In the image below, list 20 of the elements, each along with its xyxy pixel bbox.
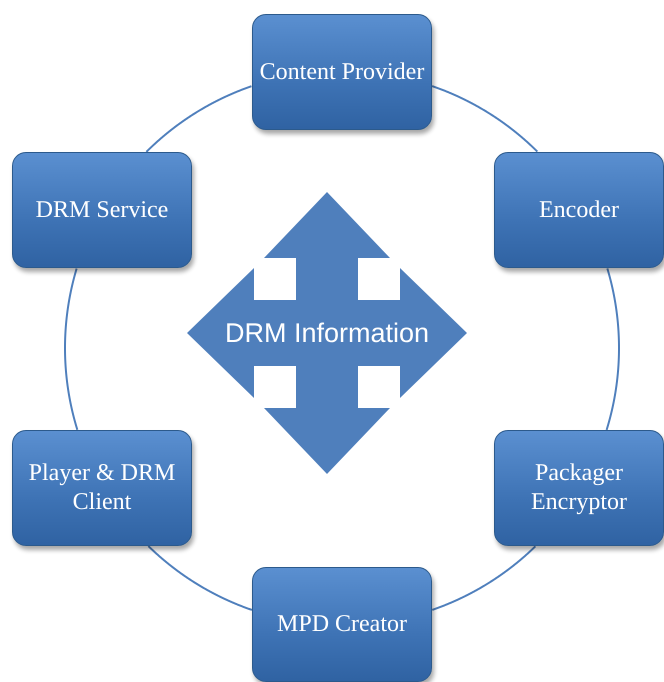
process-box (12, 152, 192, 268)
box-label: DRM Information (224, 318, 430, 348)
box-label: Player & DRM Client (28, 459, 176, 517)
connector-line (64, 268, 78, 430)
process-box (252, 567, 432, 682)
connector-line (432, 85, 538, 152)
box-label: Encoder (538, 196, 620, 224)
box-label: Content Provider (258, 58, 426, 86)
process-box (494, 152, 664, 268)
process-box (12, 430, 192, 546)
process-box (252, 14, 432, 130)
connector-line (146, 85, 252, 153)
connector-line (432, 546, 536, 611)
box-label: DRM Service (34, 196, 170, 224)
box-label: Packager Encryptor (530, 459, 628, 517)
connector-line (606, 268, 620, 430)
connector-line (148, 545, 252, 611)
box-label: MPD Creator (276, 610, 408, 639)
four-way-arrow (187, 192, 467, 474)
process-box (494, 430, 664, 546)
